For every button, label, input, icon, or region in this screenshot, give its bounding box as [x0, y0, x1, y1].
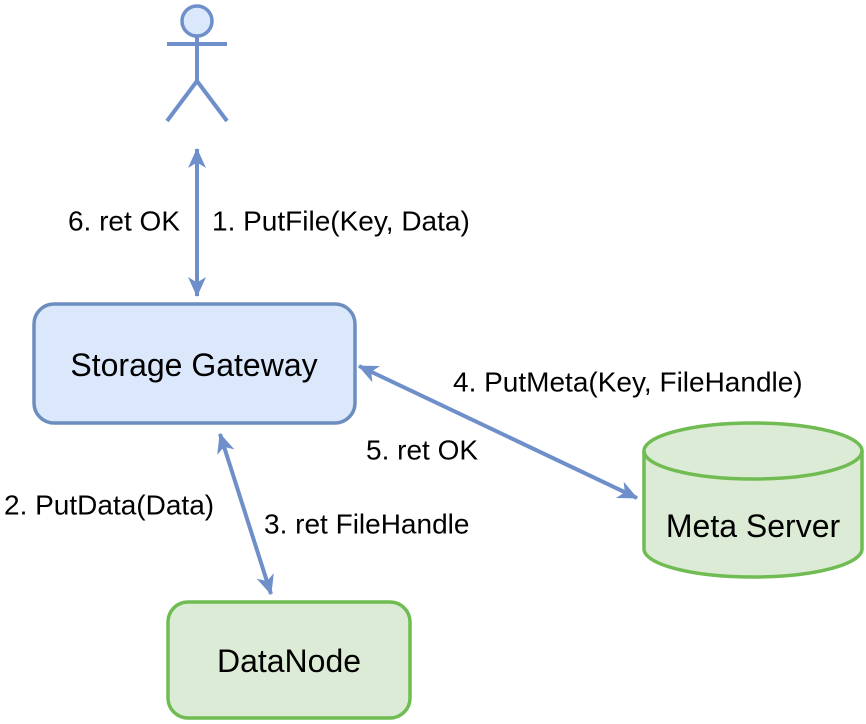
meta-server-node: Meta Server — [642, 421, 864, 579]
edge-label-putmeta-4: 4. PutMeta(Key, FileHandle) — [453, 367, 803, 398]
edge-gateway-metaserver — [358, 364, 638, 500]
edge-label-ret-ok-6: 6. ret OK — [68, 206, 180, 237]
actor-head — [180, 4, 214, 38]
actor-node — [165, 4, 229, 123]
edge-label-putfile-1: 1. PutFile(Key, Data) — [212, 206, 470, 237]
storage-gateway-node: Storage Gateway — [32, 302, 357, 425]
storage-gateway-box — [32, 302, 357, 425]
datanode-label: DataNode — [217, 643, 361, 679]
actor-left-leg — [165, 79, 199, 123]
storage-gateway-label: Storage Gateway — [70, 347, 317, 383]
edge-label-ret-ok-5: 5. ret OK — [366, 435, 478, 466]
datanode-node: DataNode — [166, 600, 412, 720]
meta-server-cylinder-body — [642, 451, 864, 579]
edge-label-ret-filehandle-3: 3. ret FileHandle — [264, 509, 469, 540]
datanode-box — [166, 600, 412, 720]
meta-server-cylinder-top — [642, 421, 864, 481]
actor-right-leg — [195, 79, 229, 123]
edge-label-putdata-2: 2. PutData(Data) — [4, 490, 214, 521]
meta-server-label: Meta Server — [666, 508, 841, 544]
edge-gateway-datanode — [217, 433, 274, 595]
